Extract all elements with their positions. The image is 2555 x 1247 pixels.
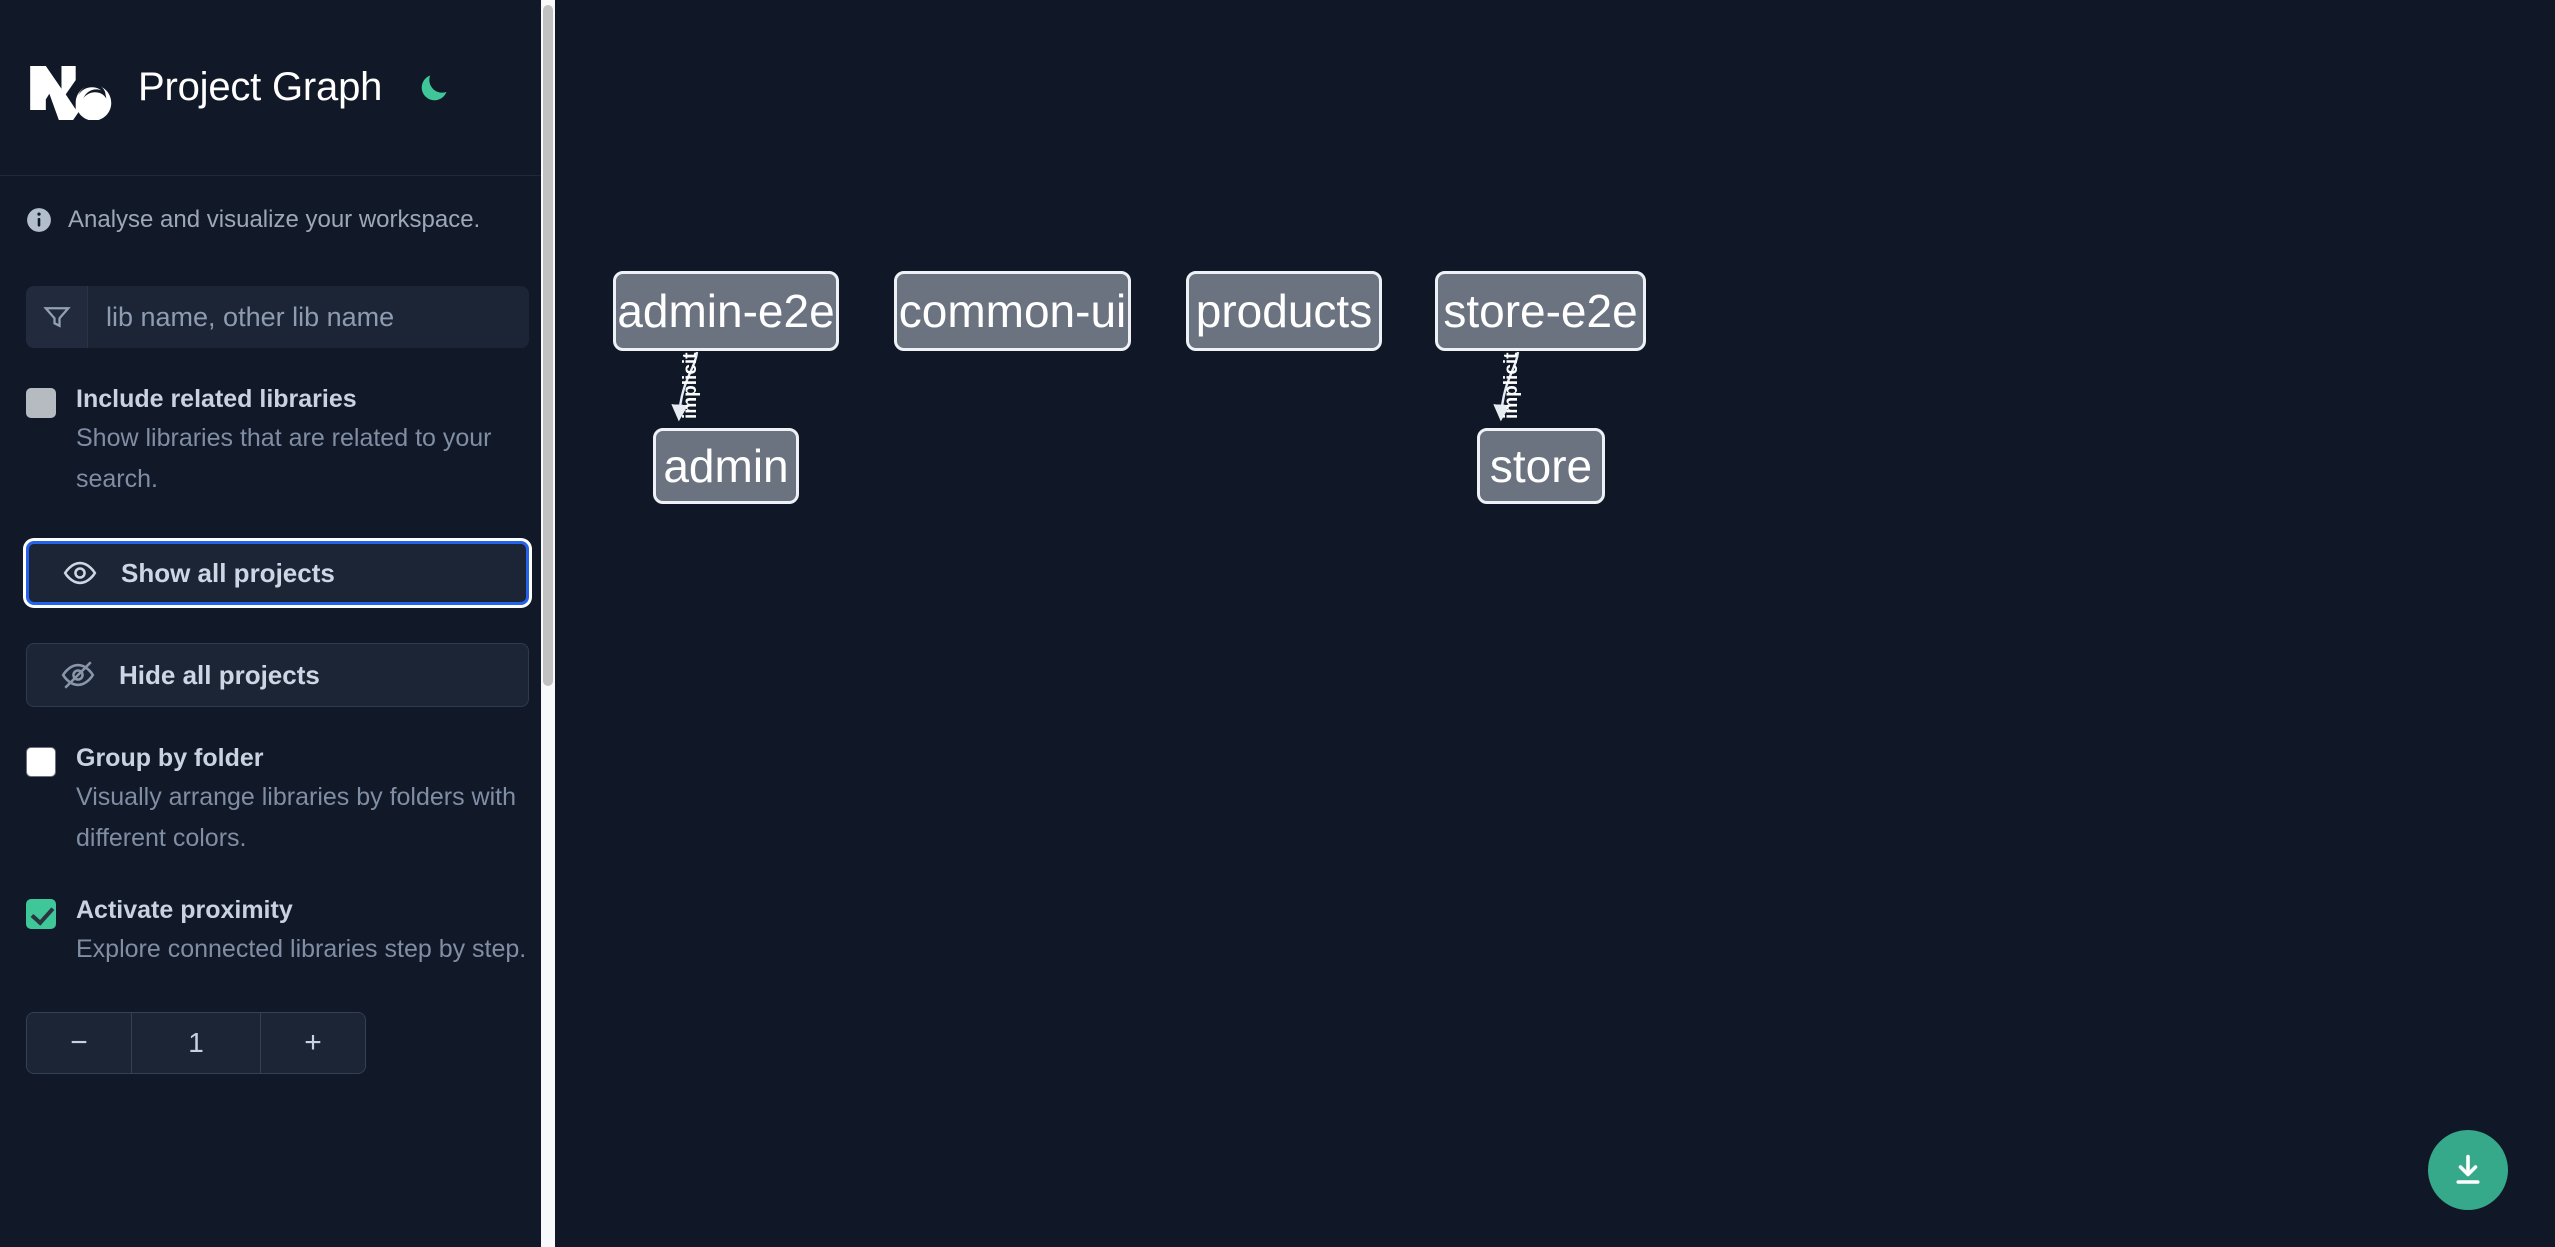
checkbox-include-related-libraries[interactable] [26,388,56,418]
sidebar: Project Graph Analyse and visualize your… [0,0,555,1247]
download-graph-button[interactable] [2428,1130,2508,1210]
option-group-by-folder[interactable]: Group by folder Visually arrange librari… [26,743,529,859]
graph-node-store-e2e[interactable]: store-e2e [1435,271,1646,351]
graph-canvas[interactable]: admin-e2e admin common-ui products store… [555,0,2555,1247]
show-all-projects-label: Show all projects [121,557,335,588]
proximity-decrement-button[interactable]: − [27,1013,132,1073]
page-title: Project Graph [138,65,383,109]
graph-node-admin-e2e[interactable]: admin-e2e [613,271,839,351]
workspace-info: Analyse and visualize your workspace. [0,176,555,234]
eye-icon [63,561,97,585]
option-description: Visually arrange libraries by folders wi… [76,783,517,852]
nx-logo [30,65,112,120]
download-icon [2456,1154,2480,1184]
proximity-increment-button[interactable]: + [260,1013,365,1073]
option-label: Include related libraries [76,385,357,413]
filter-funnel-icon [42,307,71,328]
graph-node-store[interactable]: store [1477,428,1605,504]
option-description: Explore connected libraries step by step… [76,935,527,963]
edge-store-e2e-to-store [1493,351,1520,422]
graph-node-products[interactable]: products [1186,271,1382,351]
eye-slash-icon [61,661,95,689]
graph-node-common-ui[interactable]: common-ui [894,271,1131,351]
option-activate-proximity[interactable]: Activate proximity Explore connected lib… [26,895,529,970]
option-description: Show libraries that are related to your … [76,424,492,493]
hide-all-projects-label: Hide all projects [119,659,320,690]
sidebar-body: Include related libraries Show libraries… [0,286,555,1074]
show-all-projects-button[interactable]: Show all projects [26,541,529,605]
sidebar-header: Project Graph [0,0,555,176]
search-input[interactable] [88,286,529,348]
filter-funnel-icon-wrap [26,286,88,348]
moon-icon [421,75,447,100]
sidebar-scrollbar-thumb[interactable] [543,5,553,686]
edge-admin-e2e-to-admin [671,351,699,422]
graph-edges [671,351,1520,422]
hide-all-projects-button[interactable]: Hide all projects [26,643,529,707]
checkbox-activate-proximity[interactable] [26,899,56,929]
checkbox-group-by-folder[interactable] [26,747,56,777]
theme-toggle-moon-icon[interactable] [414,68,454,108]
option-label: Activate proximity [76,896,293,924]
sidebar-scrollbar[interactable] [541,0,555,1247]
search-bar[interactable] [26,286,529,348]
graph-node-admin[interactable]: admin [653,428,799,504]
info-icon [27,208,51,232]
proximity-value: 1 [132,1013,260,1073]
proximity-stepper: − 1 + [26,1012,366,1074]
option-include-related-libraries[interactable]: Include related libraries Show libraries… [26,384,529,500]
option-label: Group by folder [76,744,264,772]
workspace-info-text: Analyse and visualize your workspace. [68,206,481,233]
